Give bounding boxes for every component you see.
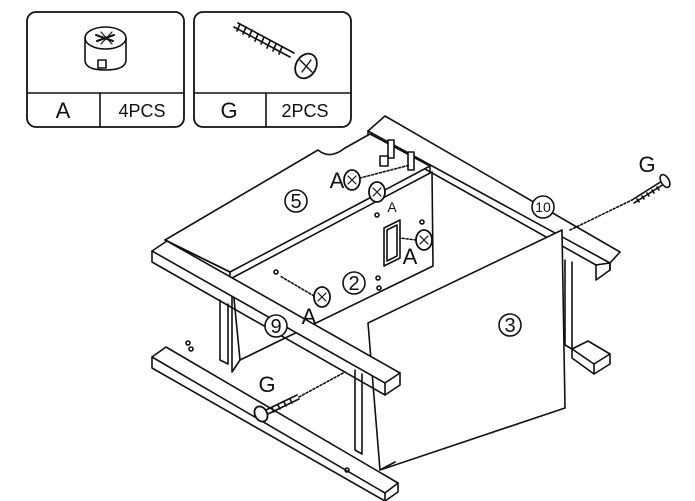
callout-a-bottom: A <box>302 304 317 329</box>
right-legs <box>564 259 611 375</box>
part-a-qty: 4PCS <box>118 101 165 121</box>
label-panel-9: 9 <box>264 314 288 338</box>
screw-g-left <box>253 371 346 423</box>
part-box-g: G 2PCS <box>193 11 352 128</box>
callout-a-right: A <box>403 244 418 269</box>
cam-lock-1 <box>343 164 411 191</box>
label-panel-3: 3 <box>498 313 522 337</box>
cam-lock-3 <box>399 229 433 251</box>
part-g-qty: 2PCS <box>281 101 328 121</box>
cam-lock-icon <box>84 26 127 71</box>
part-a-letter: A <box>56 98 71 123</box>
svg-text:3: 3 <box>504 315 515 337</box>
callout-g-left: G <box>258 372 275 397</box>
dowel-posts <box>379 139 415 171</box>
label-panel-5: 5 <box>284 189 308 213</box>
panel-3 <box>367 229 566 471</box>
svg-text:10: 10 <box>535 199 551 215</box>
part-box-a: A 4PCS <box>26 11 185 128</box>
svg-text:5: 5 <box>290 191 301 213</box>
callout-a-top: A <box>330 168 345 193</box>
callout-g-right: G <box>638 152 655 177</box>
svg-text:9: 9 <box>270 316 281 338</box>
screw-g-right <box>569 173 671 231</box>
cam-lock-2 <box>368 181 386 203</box>
svg-text:2: 2 <box>348 273 359 295</box>
label-panel-10: 10 <box>531 195 555 219</box>
part-g-letter: G <box>220 98 237 123</box>
cam-lock-4 <box>279 275 331 308</box>
callout-a-small: A <box>387 199 397 215</box>
left-frame-9 <box>151 240 401 501</box>
label-panel-2: 2 <box>342 271 366 295</box>
screw-icon <box>233 22 318 80</box>
back-rail-10 <box>367 115 621 281</box>
